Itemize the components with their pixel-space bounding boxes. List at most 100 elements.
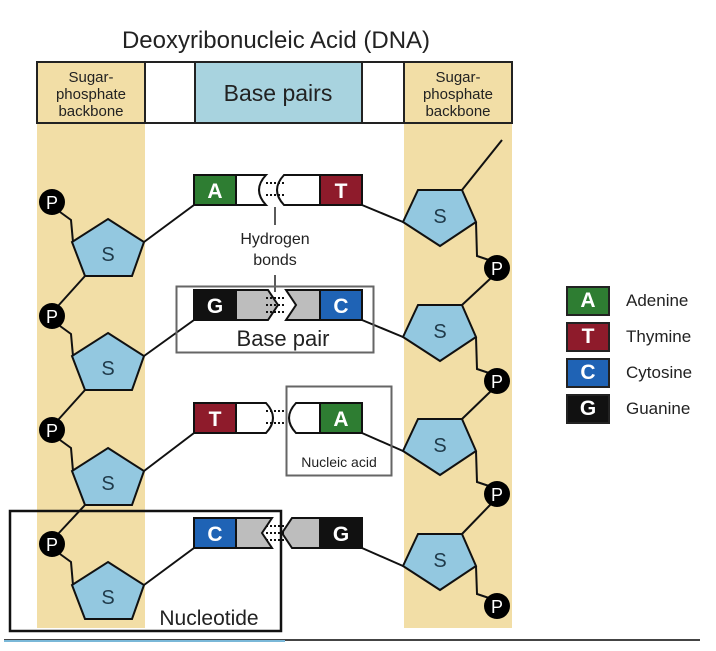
phosphate-label: P xyxy=(46,307,58,327)
phosphate-label: P xyxy=(491,485,503,505)
sugar-pentagon-left xyxy=(70,331,146,391)
nucleic-acid-label: Nucleic acid xyxy=(301,454,376,470)
base-letter-adenine: A xyxy=(333,408,348,431)
base-box-thymine xyxy=(319,174,363,206)
base-tail-thymine xyxy=(235,402,274,434)
base-letter-guanine: G xyxy=(333,523,349,546)
base-pair-label: Base pair xyxy=(237,326,330,351)
phosphate-sugar-bond-right-top xyxy=(461,139,503,191)
base-box-cytosine xyxy=(193,517,237,549)
legend-label-adenine: Adenine xyxy=(626,291,689,310)
sugar-pentagon-right xyxy=(401,304,478,363)
sugar-label-left: S xyxy=(101,587,114,609)
sugar-phosphate-bond-right xyxy=(475,221,490,261)
phosphate-sugar-bond-left xyxy=(59,553,74,586)
sugar-phosphate-bond-right xyxy=(475,450,490,487)
phosphate-circle xyxy=(484,593,510,619)
base-tail-guanine xyxy=(280,517,321,549)
header-left-line2: phosphate xyxy=(56,86,126,103)
base-box-adenine xyxy=(319,402,363,434)
header-base-pairs xyxy=(194,61,363,124)
legend-label-guanine: Guanine xyxy=(626,399,691,418)
legend-swatch-adenine: A xyxy=(566,286,610,316)
base-letter-cytosine: C xyxy=(207,523,222,546)
sugar-label-left: S xyxy=(101,473,114,495)
phosphate-label: P xyxy=(46,193,58,213)
legend-item-cytosine: C Cytosine xyxy=(566,355,692,391)
phosphate-circle xyxy=(484,481,510,507)
sugar-phosphate-bond-right xyxy=(475,336,490,374)
legend-item-guanine: G Guanine xyxy=(566,391,692,427)
sugar-base-bond-right xyxy=(361,432,404,452)
sugar-pentagon-left xyxy=(70,446,146,506)
header-right-line2: phosphate xyxy=(423,86,493,103)
phosphate-sugar-bond-left xyxy=(59,211,74,243)
base-pair-box xyxy=(175,285,375,354)
nucleotide-label: Nucleotide xyxy=(159,607,258,630)
sugar-phosphate-bond-right xyxy=(475,565,490,599)
phosphate-label: P xyxy=(491,597,503,617)
phosphate-sugar-bond-right xyxy=(461,503,492,535)
header-right-backbone xyxy=(403,61,513,124)
base-letter-thymine: T xyxy=(335,180,348,203)
sugar-label-right: S xyxy=(433,206,446,228)
hydrogen-bonds-label-line2: bonds xyxy=(253,252,297,269)
base-letter-cytosine: C xyxy=(333,295,348,318)
legend-label-cytosine: Cytosine xyxy=(626,363,693,382)
phosphate-circle xyxy=(484,368,510,394)
header-left-line3: backbone xyxy=(58,103,123,120)
sugar-base-bond-right xyxy=(361,319,404,338)
legend-swatch-cytosine: C xyxy=(566,358,610,388)
phosphate-circle xyxy=(39,531,65,557)
phosphate-label: P xyxy=(46,535,58,555)
sugar-pentagon-right xyxy=(401,418,478,477)
header-left-line1: Sugar- xyxy=(68,69,113,86)
sugar-base-bond-left xyxy=(143,204,195,243)
base-legend: A Adenine T Thymine C Cytosine G Guanine xyxy=(566,283,692,427)
phosphate-sugar-bond-right xyxy=(461,390,492,420)
nucleotide-box xyxy=(8,509,283,633)
phosphate-sugar-bond-left xyxy=(59,439,74,472)
phosphate-circle xyxy=(39,189,65,215)
legend-label-thymine: Thymine xyxy=(626,327,692,346)
sugar-phosphate-bond-left xyxy=(57,389,86,421)
sugar-pentagon-right xyxy=(401,189,478,248)
base-box-guanine xyxy=(193,289,237,321)
diagram-title: Deoxyribonucleic Acid (DNA) xyxy=(122,27,430,54)
header-left-backbone xyxy=(36,61,146,124)
base-box-cytosine xyxy=(319,289,363,321)
header-right-line1: Sugar- xyxy=(435,69,480,86)
base-tail-adenine xyxy=(288,402,321,434)
sugar-label-right: S xyxy=(433,550,446,572)
base-box-thymine xyxy=(193,402,237,434)
base-tail-cytosine xyxy=(284,289,321,321)
phosphate-sugar-bond-left xyxy=(59,325,74,357)
legend-swatch-guanine: G xyxy=(566,394,610,424)
base-letter-adenine: A xyxy=(207,180,222,203)
header-bar: Sugar- phosphate backbone Base pairs Sug… xyxy=(36,61,513,124)
legend-swatch-thymine: T xyxy=(566,322,610,352)
phosphate-sugar-bond-right xyxy=(461,277,492,306)
nucleic-acid-box xyxy=(285,385,393,477)
base-box-guanine xyxy=(319,517,363,549)
base-letter-thymine: T xyxy=(209,408,222,431)
sugar-base-bond-left xyxy=(143,319,195,357)
sugar-label-left: S xyxy=(101,358,114,380)
sugar-label-right: S xyxy=(433,321,446,343)
base-tail-thymine xyxy=(276,174,321,206)
hydrogen-bonds-label-line1: Hydrogen xyxy=(240,231,309,248)
base-box-adenine xyxy=(193,174,237,206)
sugar-label-left: S xyxy=(101,244,114,266)
phosphate-label: P xyxy=(46,421,58,441)
header-base-pairs-label: Base pairs xyxy=(224,80,333,106)
phosphate-circle xyxy=(484,255,510,281)
sugar-pentagon-right xyxy=(401,533,478,592)
sugar-base-bond-left xyxy=(143,547,195,586)
